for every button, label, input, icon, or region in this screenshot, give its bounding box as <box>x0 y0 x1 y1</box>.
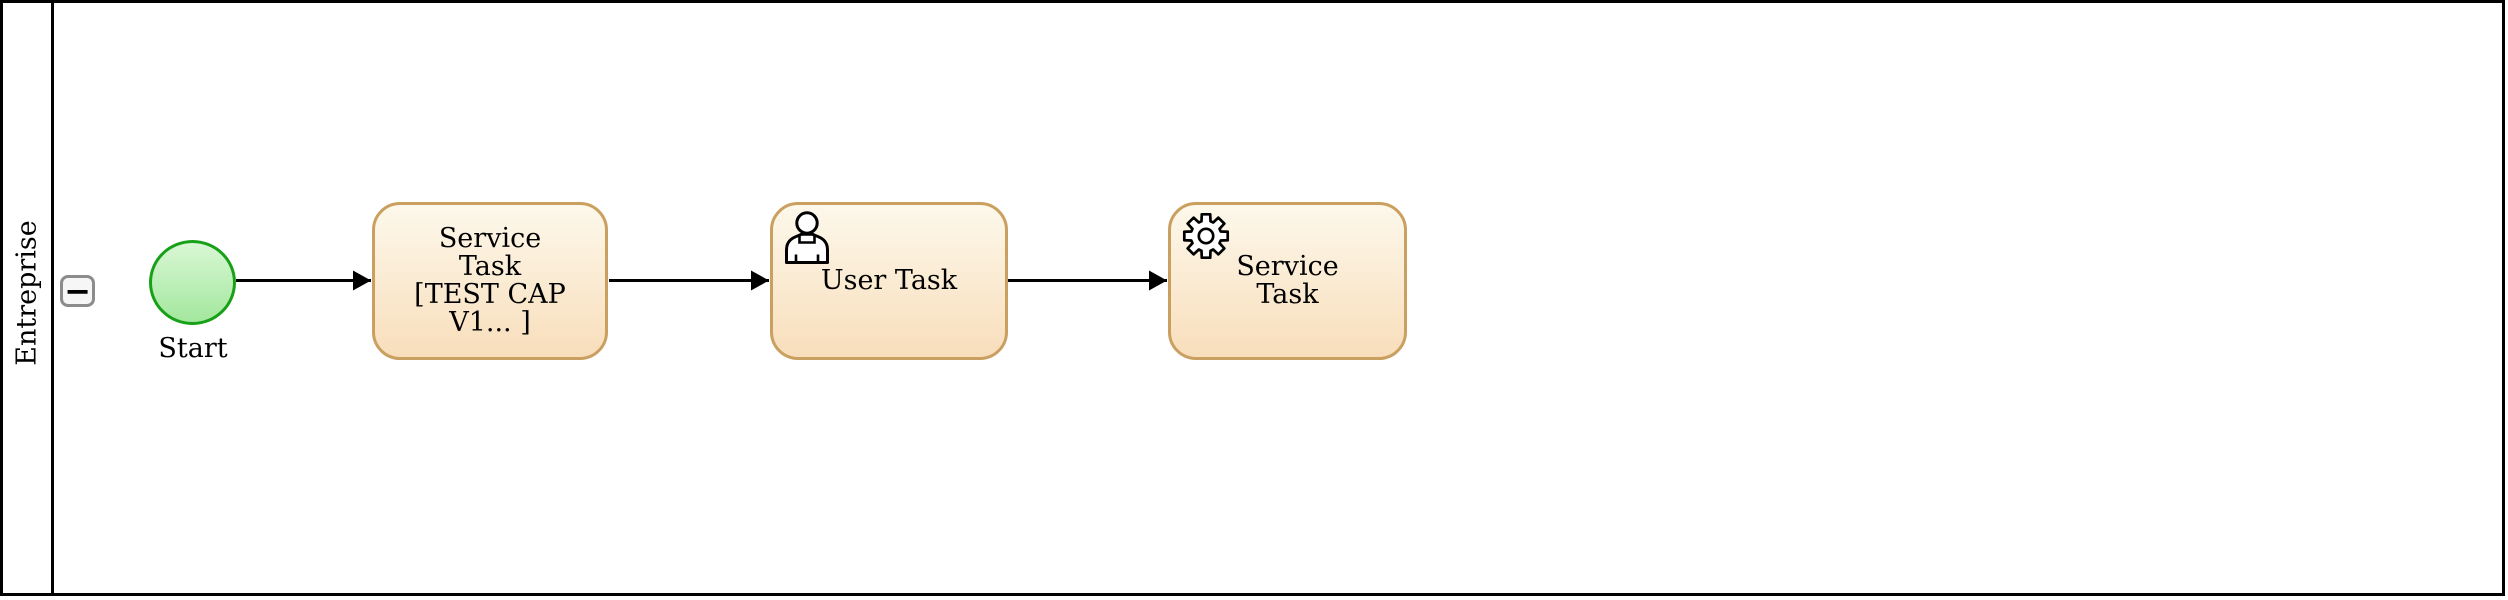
task-service-1[interactable]: Service Task [TEST CAP V1... ] <box>372 202 608 360</box>
task-label-line: Task <box>458 251 522 282</box>
task-user[interactable]: User Task <box>770 202 1008 360</box>
user-icon <box>783 210 831 268</box>
start-event[interactable] <box>149 240 236 325</box>
task-service-2-label: Service Task <box>1171 205 1404 357</box>
task-service-2[interactable]: Service Task <box>1168 202 1407 360</box>
task-user-label: User Task <box>773 205 1005 357</box>
task-label-line: [TEST CAP <box>414 279 566 310</box>
collapse-minus-icon: − <box>64 272 91 310</box>
task-label-line: User Task <box>820 265 958 296</box>
gear-icon <box>1181 212 1231 264</box>
task-label-line: Task <box>1256 279 1319 310</box>
pool-header[interactable]: Entreprise <box>3 3 51 593</box>
task-label-line: Service <box>438 223 542 254</box>
task-service-1-label: Service Task [TEST CAP V1... ] <box>375 205 605 357</box>
task-label-line: Service <box>1236 251 1339 282</box>
task-label-line: V1... ] <box>449 307 531 338</box>
pool-label: Entreprise <box>11 220 43 366</box>
start-event-label: Start <box>158 333 228 364</box>
lane-collapse-button[interactable]: − <box>60 275 95 307</box>
lane-divider <box>51 3 54 593</box>
